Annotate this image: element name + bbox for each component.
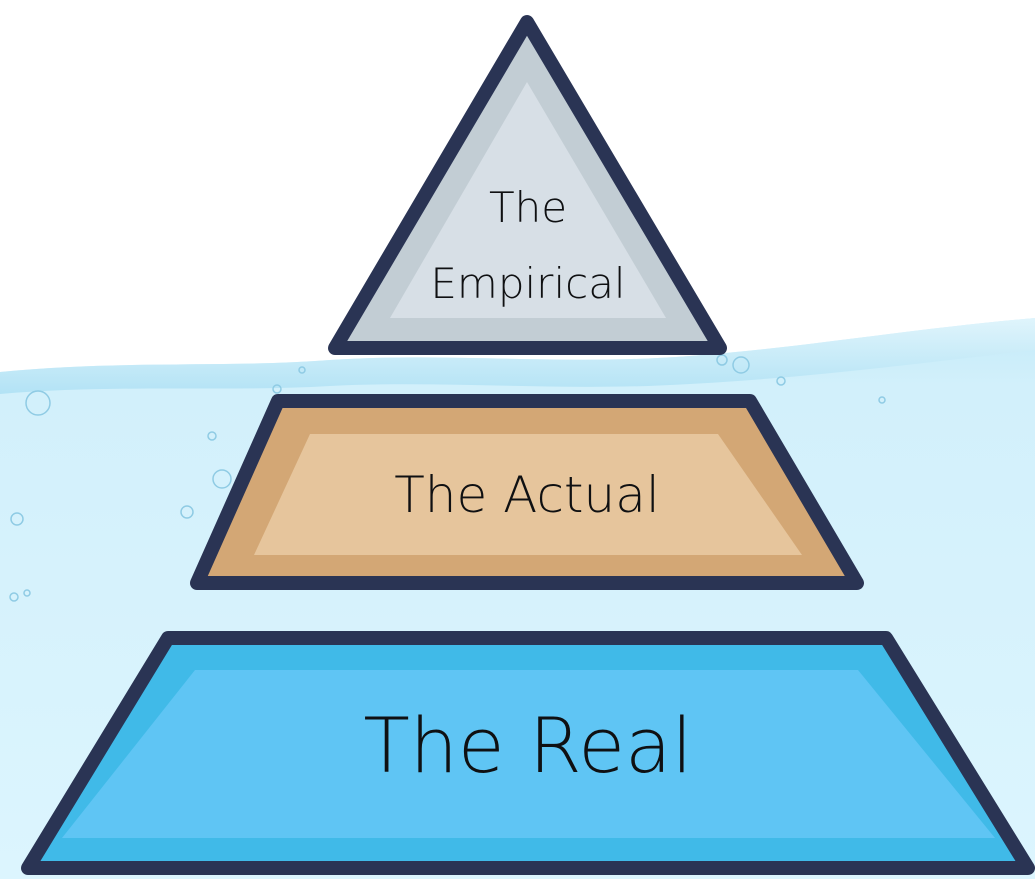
bubble [207, 431, 217, 441]
bubble [23, 589, 31, 597]
water-bubbles [9, 354, 886, 602]
bubble [212, 469, 232, 489]
bubble [776, 376, 786, 386]
water-surface [0, 318, 1035, 394]
bubble [298, 366, 306, 374]
bubble [732, 356, 750, 374]
empirical-label-line-1: The [489, 183, 567, 232]
bubble [272, 384, 282, 394]
real-label: The Real [363, 701, 692, 790]
bubble [25, 390, 51, 416]
layer-actual: The Actual [190, 394, 864, 590]
bubble [180, 505, 194, 519]
empirical-label-line-2: Empirical [430, 259, 625, 308]
real-highlight [62, 670, 995, 838]
bubble [878, 396, 886, 404]
empirical-highlight [390, 82, 666, 318]
actual-label: The Actual [394, 466, 660, 524]
bubble [716, 354, 728, 366]
actual-highlight [254, 434, 802, 555]
layer-empirical: The Empirical [328, 15, 727, 355]
bubble [10, 512, 24, 526]
layer-real: The Real [21, 631, 1035, 875]
bubble [9, 592, 19, 602]
